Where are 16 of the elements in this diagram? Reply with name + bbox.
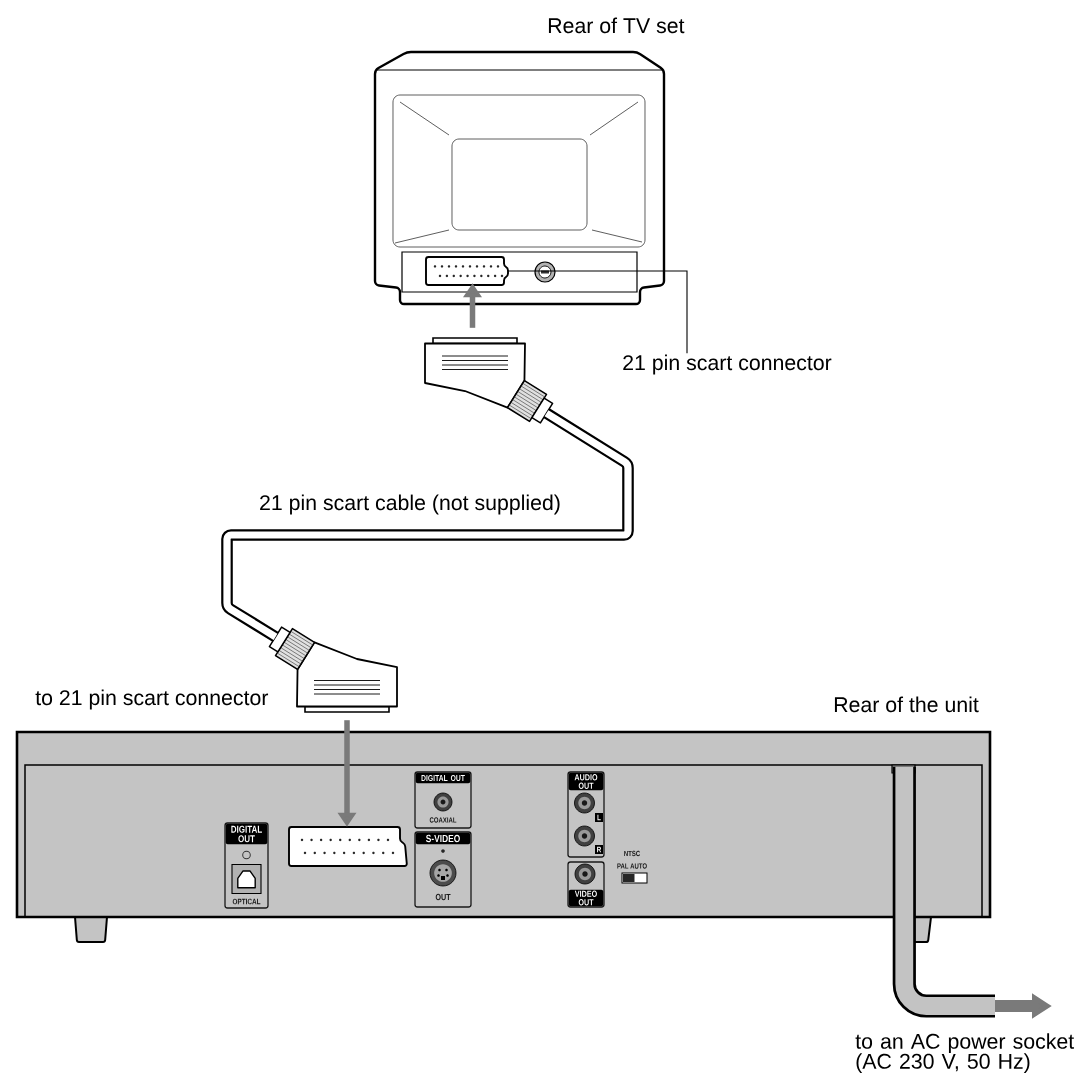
edge-label: to an AC power socket (AC 230 V, 50 Hz) [855,1033,1074,1074]
scart-socket [288,826,408,867]
scart-plug [424,337,554,424]
heading: Rear of TV set [548,17,685,34]
jack-label: OUT [435,893,451,901]
channel-label: L [595,813,603,822]
channel-label: R [595,845,603,854]
edge-label: 21 pin scart cable (not supplied) [260,494,560,515]
heading: Rear of the unit [834,696,979,713]
callout-label: 21 pin scart connector [623,354,832,375]
leader-line [507,270,688,354]
jack-label: OPTICAL [232,898,261,905]
panel-title: DIGITAL OUT [415,772,471,784]
plug-label: to 21 pin scart connector [35,689,269,710]
cable [221,408,634,642]
scart-socket [425,256,509,286]
